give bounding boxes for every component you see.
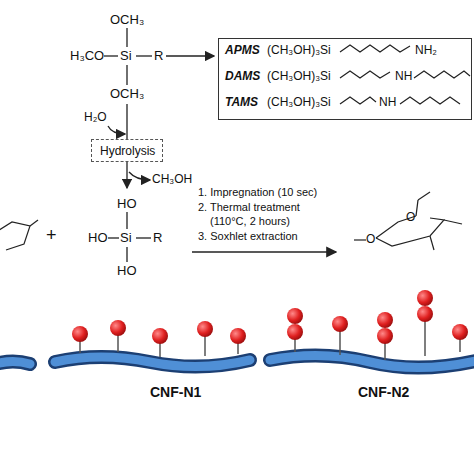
formula-text: (CH₃OH)₃Si [267,95,331,109]
atom-label: Si [120,48,132,64]
atom-label: O [366,232,375,246]
atom-label: R [154,48,163,64]
atom-label: R [153,230,162,246]
silane-bonds [104,28,214,85]
formula-text: H₃CO [70,48,104,64]
formula-text: OCH₃ [110,86,144,102]
process-label: Hydrolysis [100,144,154,158]
amine-balls [72,290,468,344]
silanol-bonds [108,212,151,262]
silane-box: APMS(CH₃OH)₃SiNH₂DAMS(CH₃OH)₃SiNHTAMS(CH… [218,38,472,120]
compound-name: APMS [225,43,260,57]
compound-name: DAMS [225,69,260,83]
step-text: (110°C, 2 hours) [210,215,290,228]
formula-text: HO [88,230,108,246]
step-text: 2. Thermal treatment [198,201,300,214]
byproduct-label: CH₃OH [152,172,192,186]
cellulose-fragment [0,220,38,250]
nanofibers [0,355,474,367]
formula-text: NH [395,69,412,83]
process-box: Hydrolysis [91,139,163,162]
reagent-label: H₂O [84,110,107,124]
formula-text: HO [117,263,137,279]
formula-text: (CH₃OH)₃Si [267,43,331,57]
step-text: 1. Impregnation (10 sec) [198,186,317,199]
atom-label: Si [120,230,132,246]
formula-text: (CH₃OH)₃Si [267,69,331,83]
amine-groups [80,320,460,360]
alkyl-chains [340,45,470,104]
formula-text: NH₂ [415,43,437,57]
formula-text: OCH₃ [110,12,144,28]
sample-label: CNF-N1 [150,384,201,401]
plus-sign: + [46,225,57,247]
formula-text: HO [117,196,137,212]
sample-label: CNF-N2 [358,384,409,401]
step-text: 3. Soxhlet extraction [198,230,298,243]
formula-text: NH [379,95,396,109]
reaction-arrow [192,251,336,252]
atom-label: O [406,210,415,224]
product-ring [354,192,462,250]
compound-name: TAMS [225,95,258,109]
